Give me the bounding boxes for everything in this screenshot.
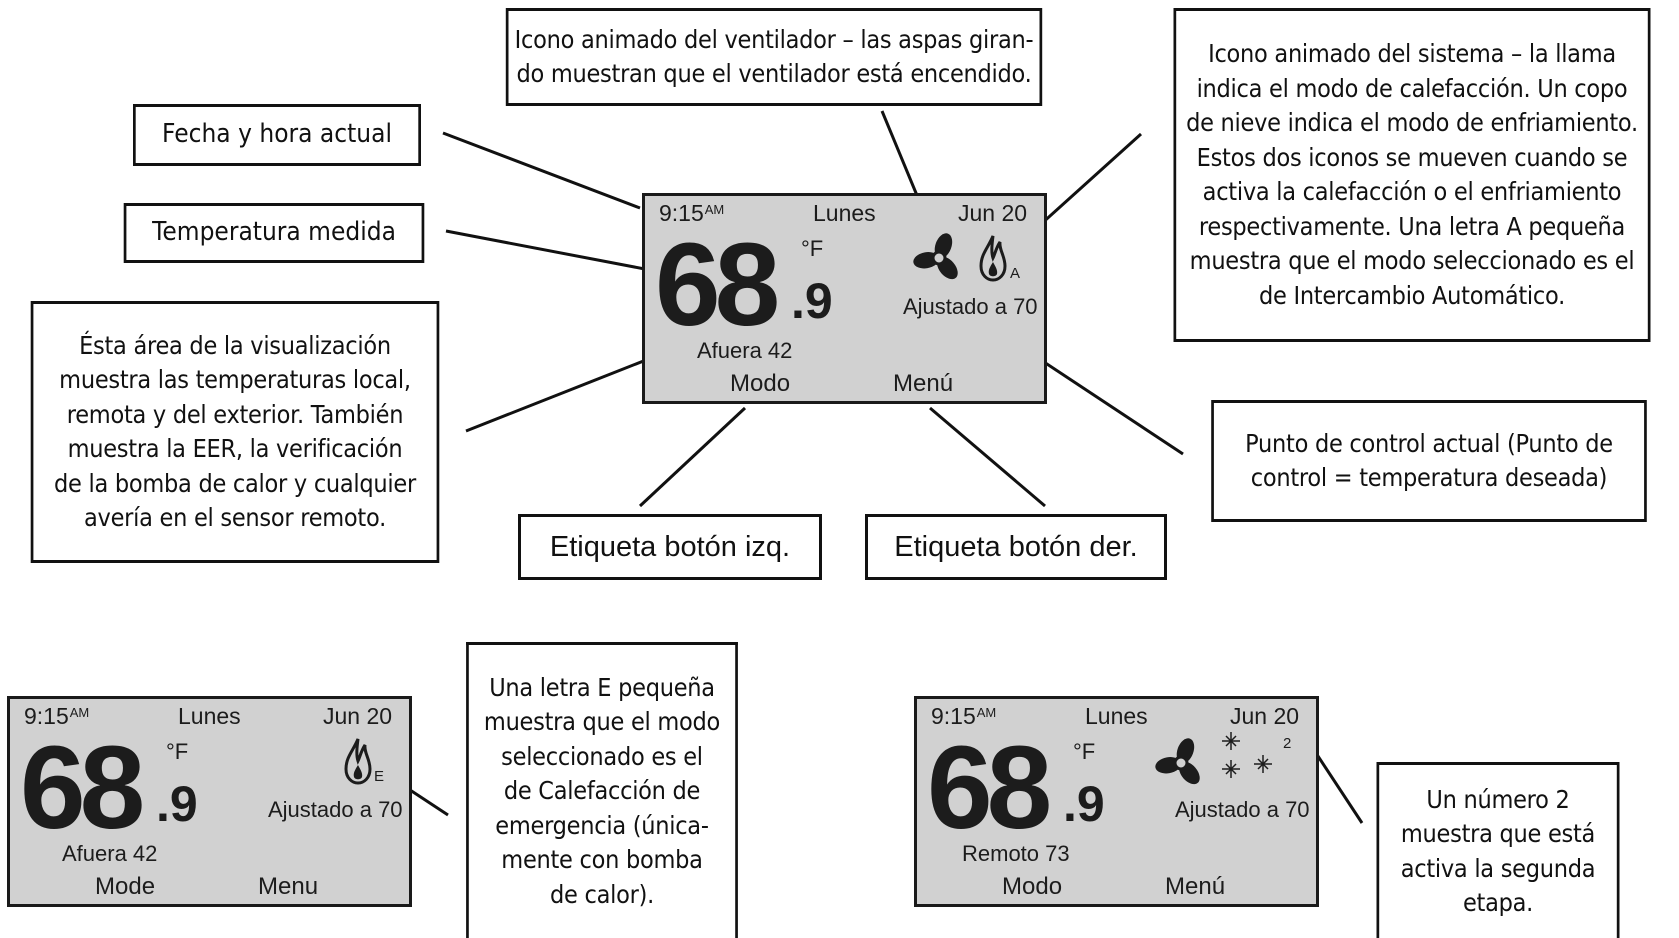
measured-temp-callout: Temperatura medida: [123, 203, 425, 263]
right-button-label[interactable]: Menú: [1165, 873, 1226, 900]
callout-line: muestra que el modo seleccionado es el: [1189, 246, 1635, 275]
setpoint-callout: Punto de control actual (Punto de control…: [1211, 400, 1647, 522]
callout-line: Una letra E pequeña: [489, 672, 715, 702]
callout-text: Etiqueta botón izq.: [550, 527, 790, 567]
mode-letter: A: [1010, 265, 1021, 282]
callout-line: Icono animado del sistema – la llama: [1208, 39, 1616, 68]
temperature-decimal: .9: [791, 273, 833, 329]
callout-line: muestra la EER, la verificación: [67, 434, 403, 463]
stage-number: 2: [1283, 735, 1292, 752]
secondary-temp-label: Remoto 73: [962, 841, 1070, 866]
callout-text: Fecha y hora actual: [162, 117, 392, 153]
right-button-callout: Etiqueta botón der.: [865, 514, 1167, 580]
setpoint-label: Ajustado a 70: [1175, 797, 1310, 822]
callout-line: de Calefacción de: [503, 776, 701, 806]
line-emergency: [406, 786, 449, 817]
unit-label: °F: [801, 236, 824, 261]
callout-line: Un número 2: [1426, 784, 1570, 814]
callout-line: de la bomba de calor y cualquier: [54, 468, 416, 498]
mode-letter: E: [374, 768, 385, 785]
fan-icon-callout: Icono animado del ventilador – las aspas…: [505, 8, 1043, 106]
flame-icon: [979, 235, 1007, 282]
day-label: Lunes: [813, 200, 876, 226]
callout-line: respectivamente. Una letra A pequeña: [1198, 211, 1626, 241]
temperature-whole: 68: [20, 722, 145, 854]
emergency-callout: Una letra E pequeña muestra que el modo se…: [466, 642, 738, 938]
left-button-callout: Etiqueta botón izq.: [518, 514, 822, 580]
datetime-callout: Fecha y hora actual: [133, 104, 421, 166]
day-label: Lunes: [1085, 703, 1148, 729]
callout-text: Un número 2 muestra que está activa la seg…: [1401, 783, 1596, 921]
temperature-whole: 68: [655, 219, 780, 351]
setpoint-label: Ajustado a 70: [268, 797, 403, 822]
callout-text: Icono animado del sistema – la llama indi…: [1186, 37, 1638, 313]
callout-line: Etiqueta botón izq.: [549, 530, 791, 563]
callout-line: mente con bomba: [501, 845, 703, 875]
temperature-whole: 68: [927, 722, 1052, 854]
callout-line: de nieve indica el modo de enfriamiento.: [1186, 108, 1638, 137]
unit-label: °F: [166, 739, 189, 764]
left-button-label[interactable]: Mode: [95, 873, 156, 900]
left-button-label[interactable]: Modo: [1002, 873, 1063, 900]
callout-line: Etiqueta botón der.: [894, 530, 1138, 563]
callout-text: Una letra E pequeña muestra que el modo se…: [484, 671, 720, 913]
line-left-btn: [638, 406, 747, 508]
callout-line: etapa.: [1462, 888, 1534, 917]
right-button-label[interactable]: Menú: [893, 370, 954, 397]
flame-icon: [344, 738, 372, 785]
callout-line: emergencia (única-: [495, 810, 709, 840]
right-button-label[interactable]: Menu: [258, 873, 319, 900]
callout-text: Ésta área de la visualización muestra las…: [54, 329, 416, 536]
callout-line: Estos dos iconos se mueven cuando se: [1196, 142, 1628, 172]
callout-line: activa la segunda: [1400, 853, 1596, 883]
line-datetime: [442, 131, 641, 210]
fan-icon: [913, 233, 958, 280]
callout-line: remota y del exterior. También: [66, 399, 404, 429]
callout-line: avería en el sensor remoto.: [84, 503, 386, 532]
temperature-decimal: .9: [156, 776, 198, 832]
date-label: Jun 20: [958, 200, 1028, 226]
date-label: Jun 20: [1230, 703, 1300, 729]
day-label: Lunes: [178, 703, 241, 729]
callout-text: Icono animado del ventilador – las aspas…: [515, 23, 1034, 92]
callout-line: Punto de control actual (Punto de: [1245, 428, 1613, 458]
callout-line: de calor).: [550, 879, 654, 909]
callout-line: muestra que el modo: [483, 707, 721, 737]
secondary-temp-label: Afuera 42: [697, 338, 793, 363]
setpoint-label: Ajustado a 70: [903, 294, 1038, 319]
system-icon-callout: Icono animado del sistema – la llama indi…: [1173, 8, 1651, 342]
clock-time: 9:15AM: [24, 703, 90, 729]
fan-icon: [1155, 738, 1200, 785]
date-label: Jun 20: [323, 703, 393, 729]
clock-time: 9:15AM: [659, 200, 725, 226]
callout-line: do muestran que el ventilador está encen…: [516, 59, 1032, 88]
thermostat-screen-stage2: 9:15AM Lunes Jun 20 68 .9 °F 2 Ajustado …: [914, 696, 1319, 907]
display-area-callout: Ésta área de la visualización muestra las…: [30, 301, 440, 563]
callout-line: Fecha y hora actual: [162, 119, 392, 150]
stage-callout: Un número 2 muestra que está activa la seg…: [1376, 762, 1620, 938]
callout-line: Icono animado del ventilador – las aspas…: [514, 24, 1034, 54]
callout-line: de Intercambio Automático.: [1258, 280, 1565, 310]
callout-line: control = temperatura deseada): [1250, 463, 1608, 492]
line-right-btn: [929, 406, 1046, 508]
callout-line: muestra las temperaturas local,: [59, 365, 411, 394]
callout-text: Etiqueta botón der.: [894, 527, 1137, 567]
thermostat-screen-emergency: 9:15AM Lunes Jun 20 68 .9 °F E Ajustado …: [7, 696, 412, 907]
callout-text: Temperatura medida: [152, 215, 396, 251]
callout-line: indica el modo de calefacción. Un copo: [1196, 73, 1628, 103]
callout-line: Temperatura medida: [152, 217, 396, 248]
callout-text: Punto de control actual (Punto de control…: [1245, 427, 1613, 496]
thermostat-screen-main: 9:15AM Lunes Jun 20 68 .9 °F A Ajustado …: [642, 193, 1047, 404]
callout-line: Ésta área de la visualización: [79, 330, 391, 360]
left-button-label[interactable]: Modo: [730, 370, 791, 397]
temperature-decimal: .9: [1063, 776, 1105, 832]
unit-label: °F: [1073, 739, 1096, 764]
line-measured: [445, 229, 651, 272]
callout-line: muestra que está: [1400, 819, 1596, 848]
callout-line: seleccionado es el: [501, 741, 703, 771]
snowflake-icon: [1222, 732, 1272, 778]
callout-line: activa la calefacción o el enfriamiento: [1202, 177, 1622, 206]
clock-time: 9:15AM: [931, 703, 997, 729]
secondary-temp-label: Afuera 42: [62, 841, 158, 866]
